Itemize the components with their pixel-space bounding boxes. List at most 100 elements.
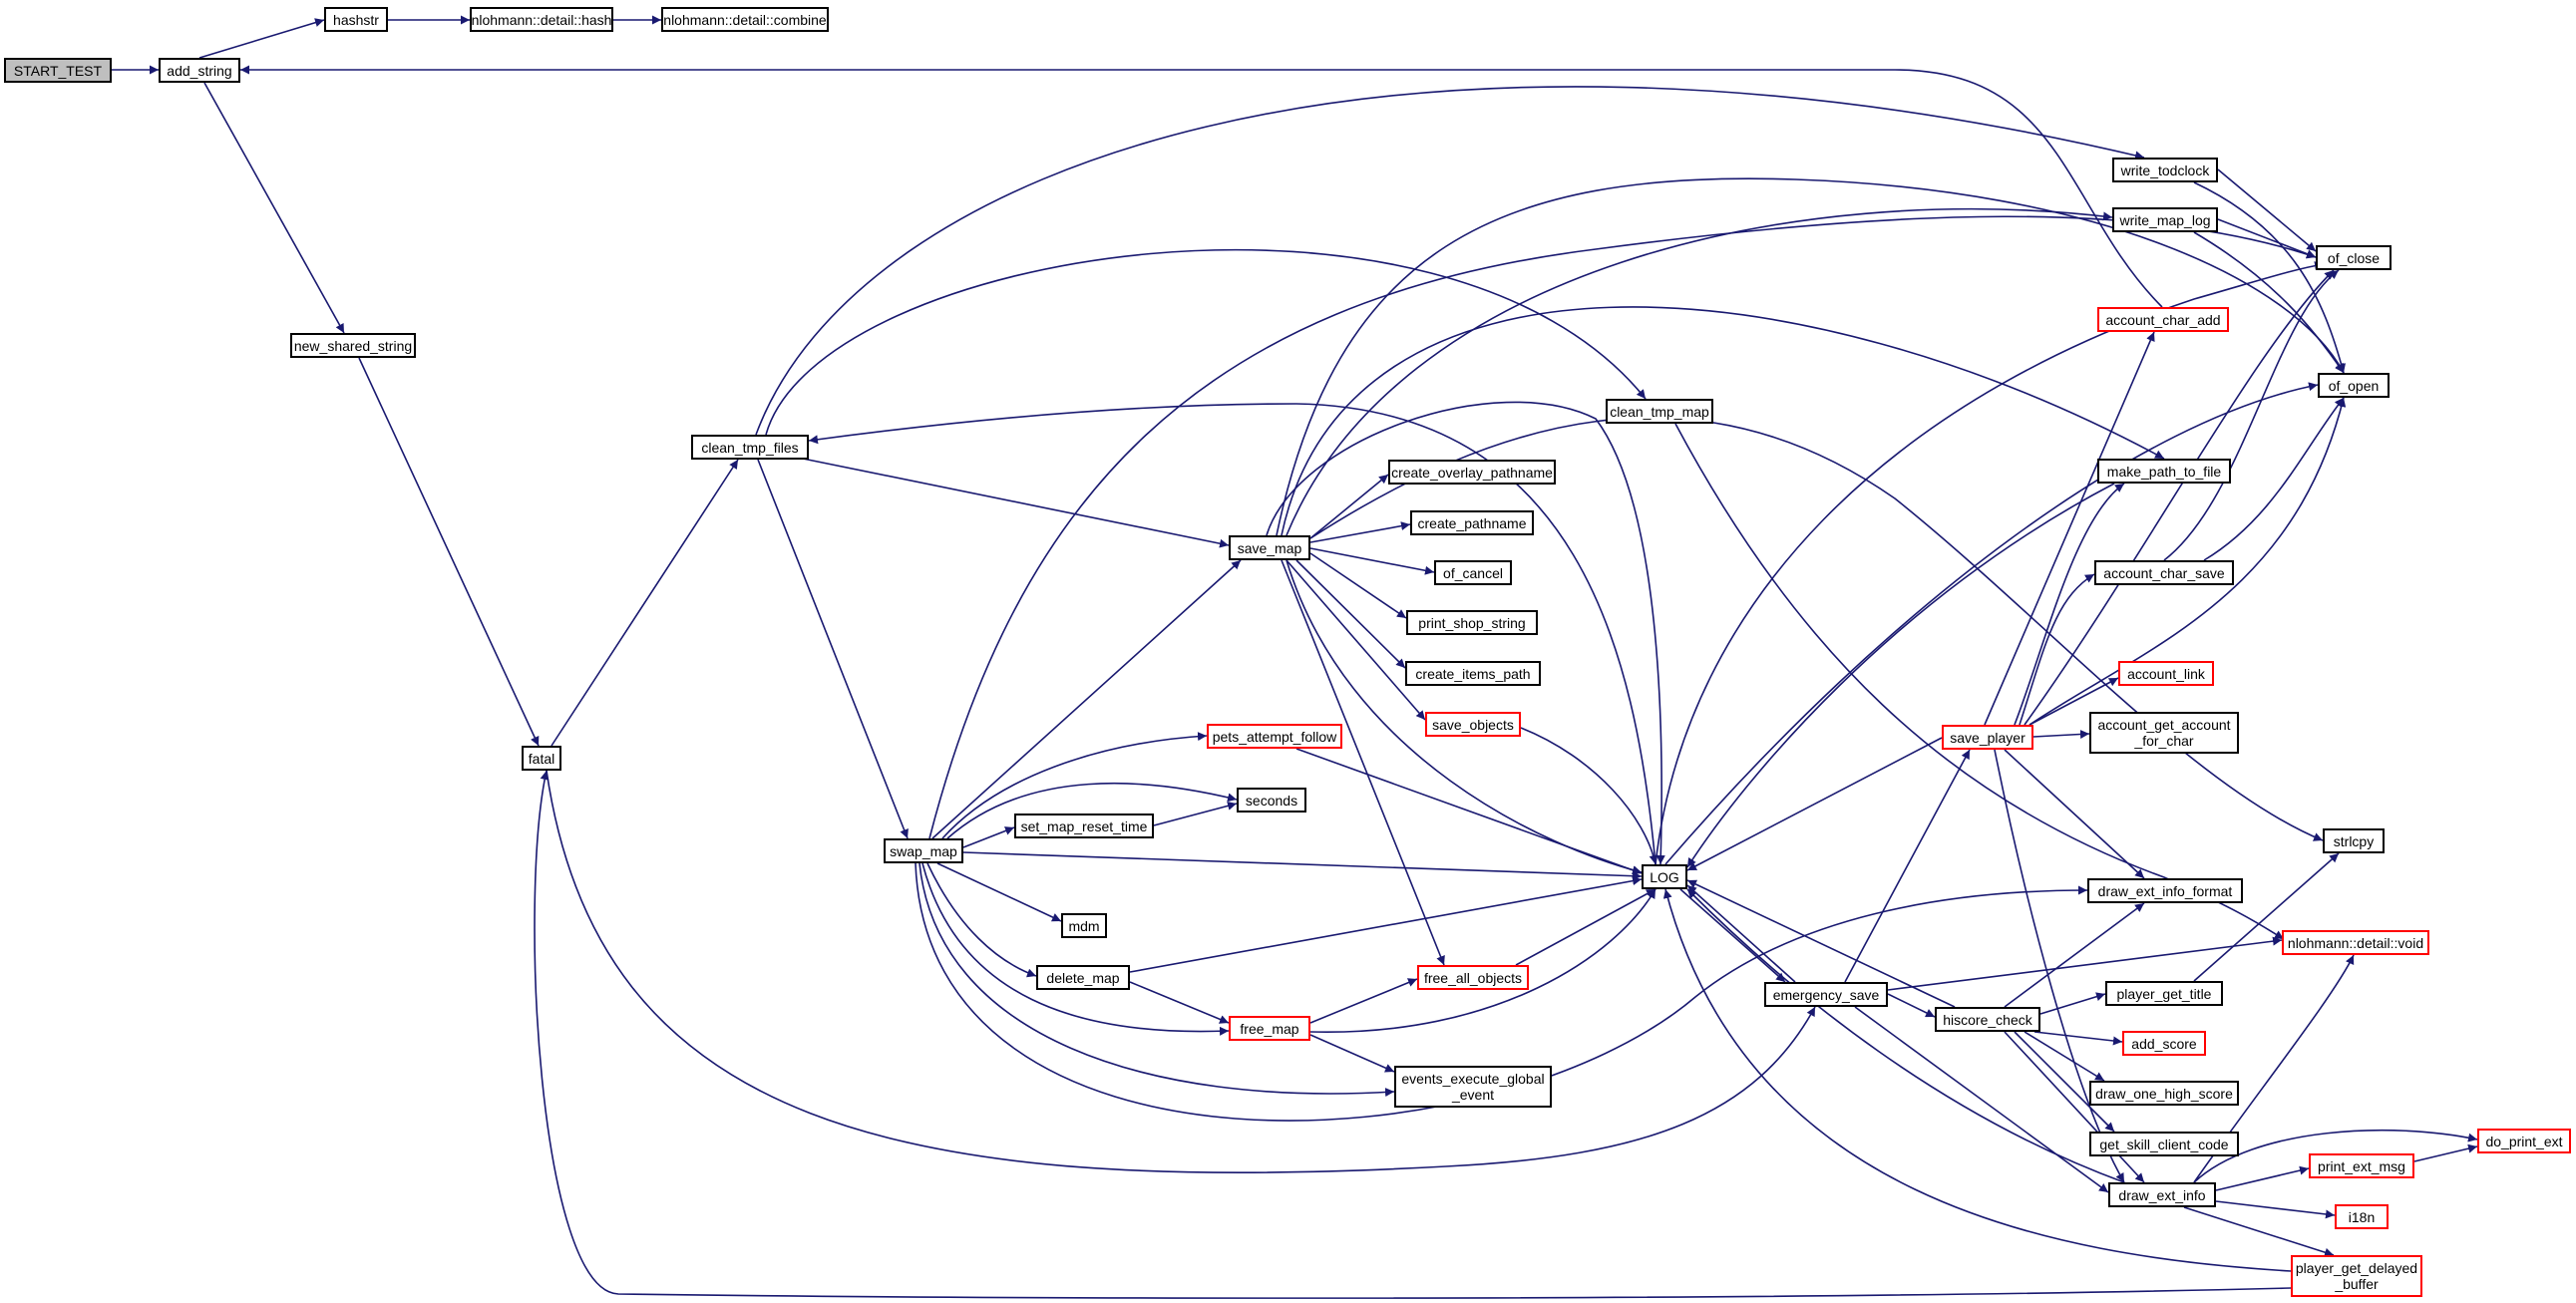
edge-emergency-save-to-log — [1686, 884, 1796, 983]
node-player-get-title[interactable]: player_get_title — [2105, 981, 2223, 1006]
edge-pets-attempt-follow-to-log — [1295, 748, 1643, 875]
node-emergency-save[interactable]: emergency_save — [1764, 982, 1888, 1007]
node-i18n[interactable]: i18n — [2335, 1204, 2389, 1229]
edge-clean-tmp-map-to-nlohmann-void — [1674, 423, 2285, 940]
node-nlohmann-combine[interactable]: nlohmann::detail::combine — [661, 7, 829, 32]
edge-save-map-to-create-overlay-pathname — [1309, 474, 1389, 539]
edge-hiscore-check-to-draw-ext-info-format — [2004, 902, 2145, 1008]
edge-draw-ext-info-to-print-ext-msg — [2215, 1165, 2310, 1191]
node-of-close[interactable]: of_close — [2316, 245, 2392, 270]
node-free-map[interactable]: free_map — [1229, 1016, 1310, 1041]
node-add-score[interactable]: add_score — [2122, 1031, 2206, 1056]
edge-write-todclock-to-of-open — [2193, 181, 2346, 374]
node-save-player[interactable]: save_player — [1942, 725, 2033, 750]
edge-draw-ext-info-to-log — [1686, 888, 2125, 1183]
node-swap-map[interactable]: swap_map — [884, 838, 963, 863]
edge-print-ext-msg-to-do-print-ext — [2413, 1143, 2478, 1162]
node-set-map-reset-time[interactable]: set_map_reset_time — [1014, 814, 1154, 838]
edge-hiscore-check-to-draw-ext-info — [2004, 1031, 2145, 1183]
edge-log-to-of-open — [1664, 382, 2319, 865]
edge-write-todclock-to-of-close — [2217, 168, 2317, 252]
node-create-pathname[interactable]: create_pathname — [1410, 510, 1534, 535]
edge-draw-ext-info-to-do-print-ext — [2193, 1129, 2478, 1183]
node-hashstr[interactable]: hashstr — [324, 7, 388, 32]
edge-save-player-to-log — [1686, 737, 1943, 871]
edge-account-char-save-to-of-close — [2163, 269, 2340, 561]
node-nlohmann-hash[interactable]: nlohmann::detail::hash — [470, 7, 613, 32]
edge-save-map-to-make-path-to-file — [1281, 306, 2165, 536]
edge-hiscore-check-to-add-score — [2033, 1031, 2123, 1046]
edge-player-get-delayed-buffer-to-log — [1662, 888, 2292, 1272]
edge-log-to-emergency-save — [1679, 888, 1786, 983]
edge-write-map-log-to-of-close — [2217, 218, 2317, 258]
node-account-get-account-for-char[interactable]: account_get_account _for_char — [2089, 712, 2239, 754]
node-log[interactable]: LOG — [1642, 864, 1687, 889]
edge-emergency-save-to-nlohmann-void — [1887, 936, 2283, 991]
node-write-map-log[interactable]: write_map_log — [2112, 207, 2218, 232]
edge-draw-ext-info-to-player-get-delayed-buffer — [2183, 1206, 2335, 1257]
edge-hiscore-check-to-get-skill-client-code — [2014, 1031, 2115, 1133]
node-make-path-to-file[interactable]: make_path_to_file — [2097, 459, 2231, 484]
node-write-todclock[interactable]: write_todclock — [2112, 158, 2218, 182]
node-events-execute-global-event[interactable]: events_execute_global _event — [1394, 1066, 1552, 1108]
edge-fatal-to-clean-tmp-files — [551, 459, 739, 747]
node-hiscore-check[interactable]: hiscore_check — [1935, 1007, 2040, 1032]
node-clean-tmp-map[interactable]: clean_tmp_map — [1606, 399, 1713, 424]
edge-save-map-to-free-all-objects — [1281, 559, 1445, 966]
edge-account-char-add-to-add-string — [240, 65, 2163, 308]
edge-emergency-save-to-hiscore-check — [1887, 993, 1936, 1018]
node-draw-one-high-score[interactable]: draw_one_high_score — [2089, 1081, 2239, 1106]
edge-swap-map-to-pets-attempt-follow — [941, 732, 1208, 839]
node-of-cancel[interactable]: of_cancel — [1434, 560, 1512, 585]
edge-free-map-to-free-all-objects — [1309, 978, 1418, 1024]
node-nlohmann-void[interactable]: nlohmann::detail::void — [2282, 930, 2429, 955]
edge-save-player-to-account-char-add — [1984, 331, 2155, 726]
node-account-char-save[interactable]: account_char_save — [2094, 560, 2234, 585]
node-of-open[interactable]: of_open — [2318, 373, 2390, 398]
node-print-ext-msg[interactable]: print_ext_msg — [2309, 1153, 2414, 1178]
edge-make-path-to-file-to-log — [1686, 483, 2115, 868]
edge-new-shared-string-to-fatal — [358, 357, 540, 747]
edge-clean-tmp-files-to-save-map — [802, 458, 1230, 548]
node-free-all-objects[interactable]: free_all_objects — [1417, 965, 1529, 990]
node-print-shop-string[interactable]: print_shop_string — [1406, 610, 1538, 635]
edge-save-objects-to-log — [1520, 727, 1658, 865]
node-strlcpy[interactable]: strlcpy — [2323, 828, 2385, 853]
edge-set-map-reset-time-to-seconds — [1153, 801, 1238, 826]
node-do-print-ext[interactable]: do_print_ext — [2477, 1129, 2571, 1153]
edge-write-map-log-to-of-open — [2193, 231, 2345, 374]
edge-add-string-to-hashstr — [198, 18, 325, 59]
edge-log-to-clean-tmp-files — [808, 403, 1656, 865]
node-seconds[interactable]: seconds — [1237, 788, 1306, 813]
edge-free-all-objects-to-log — [1515, 888, 1656, 966]
node-account-char-add[interactable]: account_char_add — [2097, 307, 2229, 332]
node-pets-attempt-follow[interactable]: pets_attempt_follow — [1207, 724, 1342, 749]
node-get-skill-client-code[interactable]: get_skill_client_code — [2089, 1132, 2239, 1156]
node-clean-tmp-files[interactable]: clean_tmp_files — [691, 435, 809, 460]
node-account-link[interactable]: account_link — [2118, 661, 2214, 686]
edge-free-map-to-log — [1309, 888, 1656, 1033]
edge-swap-map-to-seconds-a — [946, 783, 1238, 839]
edge-swap-map-to-draw-ext-info-format — [915, 862, 2088, 1122]
edge-save-map-to-save-objects — [1286, 559, 1426, 721]
node-draw-ext-info[interactable]: draw_ext_info — [2108, 1182, 2216, 1207]
edge-add-string-to-new-shared-string — [203, 82, 345, 334]
edge-free-map-to-events-execute-global-event — [1309, 1034, 1395, 1073]
edge-swap-map-to-delete-map — [926, 862, 1037, 978]
node-save-map[interactable]: save_map — [1229, 535, 1310, 560]
edge-save-map-to-create-items-path — [1295, 559, 1406, 669]
node-draw-ext-info-format[interactable]: draw_ext_info_format — [2087, 878, 2243, 903]
node-mdm[interactable]: mdm — [1061, 913, 1107, 938]
edge-hiscore-check-to-player-get-title — [2039, 992, 2106, 1015]
node-create-items-path[interactable]: create_items_path — [1405, 661, 1541, 686]
node-player-get-delayed-buffer[interactable]: player_get_delayed _buffer — [2291, 1255, 2422, 1297]
node-save-objects[interactable]: save_objects — [1425, 712, 1521, 737]
edge-save-player-to-account-char-save — [2019, 573, 2095, 726]
node-new-shared-string[interactable]: new_shared_string — [290, 333, 416, 358]
edge-save-player-to-account-get-account-for-char — [2032, 729, 2090, 739]
node-add-string[interactable]: add_string — [159, 58, 240, 83]
node-fatal[interactable]: fatal — [522, 746, 561, 771]
node-start-test: START_TEST — [4, 58, 112, 83]
node-create-overlay-pathname[interactable]: create_overlay_pathname — [1388, 460, 1556, 485]
node-delete-map[interactable]: delete_map — [1036, 965, 1130, 990]
